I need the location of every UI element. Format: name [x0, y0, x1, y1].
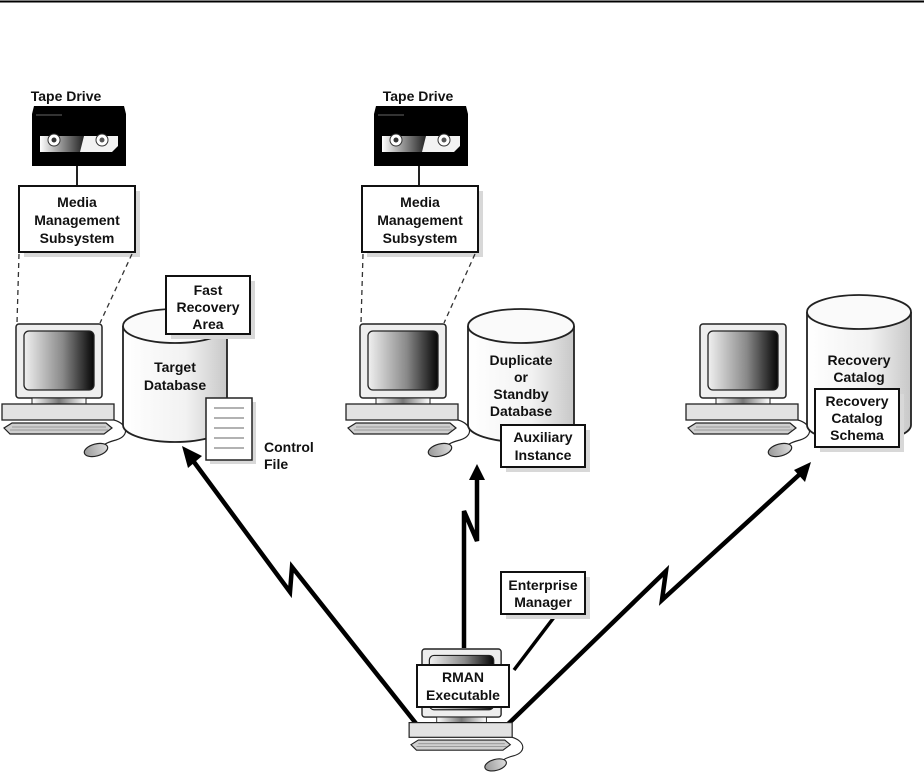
media-box-line-2: Management [377, 212, 463, 228]
em-line-2: Manager [514, 594, 572, 610]
dashed-link [16, 253, 20, 324]
tape-drive-label: Tape Drive [31, 88, 102, 104]
media-box-line-1: Media [400, 194, 440, 210]
dashed-link [360, 253, 364, 324]
catalog-db-line-1: Recovery [827, 352, 890, 368]
site-target: Tape Drive Media Management Subsystem Ta… [1, 88, 314, 472]
rman-client: RMAN Executable [408, 648, 524, 774]
schema-line-2: Catalog [831, 410, 882, 426]
arrowhead-icon [182, 446, 202, 468]
duplicate-db-line-2: or [514, 369, 529, 385]
connection-to-target [182, 446, 420, 728]
arrowhead-icon [469, 464, 485, 480]
target-host-computer-icon [1, 323, 127, 460]
fra-line-3: Area [192, 316, 223, 332]
auxiliary-host-computer-icon [345, 323, 471, 460]
rman-executable-box [416, 664, 510, 708]
control-file-icon [205, 397, 256, 464]
fast-recovery-area-box [165, 275, 251, 335]
auxiliary-line-2: Instance [515, 447, 572, 463]
em-line-1: Enterprise [508, 577, 577, 593]
media-box-line-3: Subsystem [40, 230, 115, 246]
target-db-line-1: Target [154, 359, 196, 375]
site-catalog: Recovery Catalog Recovery Catalog Schema [685, 294, 912, 460]
duplicate-db-line-3: Standby [493, 386, 548, 402]
rman-line-2: Executable [426, 687, 500, 703]
connection-to-auxiliary [461, 464, 485, 648]
enterprise-manager-link [512, 614, 557, 672]
tape-drive-icon [373, 105, 469, 167]
media-box-line-1: Media [57, 194, 97, 210]
schema-line-3: Schema [830, 427, 884, 443]
media-management-box [361, 185, 479, 253]
media-box-line-3: Subsystem [383, 230, 458, 246]
auxiliary-line-1: Auxiliary [513, 429, 572, 445]
dashed-link [99, 253, 133, 324]
site-duplicate: Tape Drive Media Management Subsystem Du… [345, 88, 590, 472]
tape-drive-icon [31, 105, 127, 167]
media-box-line-2: Management [34, 212, 120, 228]
target-db-line-2: Database [144, 377, 206, 393]
fra-line-1: Fast [194, 282, 223, 298]
duplicate-db-line-4: Database [490, 403, 552, 419]
control-file-line-2: File [264, 456, 288, 472]
enterprise-manager-box [500, 571, 586, 615]
arrowhead-icon [794, 462, 811, 482]
duplicate-database-cylinder: Duplicate or Standby Database [467, 308, 575, 443]
dashed-link [443, 253, 476, 324]
auxiliary-instance-box [500, 424, 586, 468]
control-file-line-1: Control [264, 439, 314, 455]
catalog-db-line-2: Catalog [833, 369, 884, 385]
recovery-catalog-schema-box [814, 388, 900, 448]
connection-to-catalog [503, 462, 811, 729]
schema-line-1: Recovery [825, 393, 888, 409]
media-management-box [18, 185, 136, 253]
rman-line-1: RMAN [442, 669, 484, 685]
catalog-host-computer-icon [685, 323, 811, 460]
tape-drive-label: Tape Drive [383, 88, 454, 104]
duplicate-db-line-1: Duplicate [489, 352, 552, 368]
fra-line-2: Recovery [176, 299, 239, 315]
